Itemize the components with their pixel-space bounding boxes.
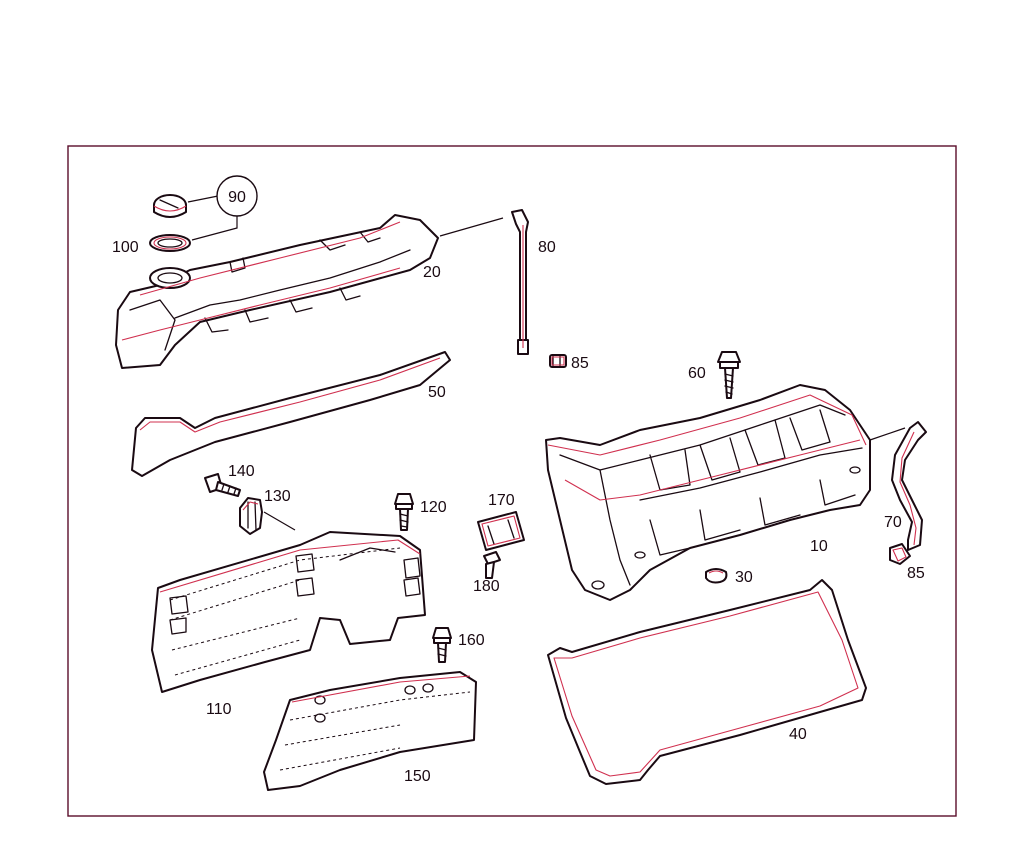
part-140-bolt[interactable] — [204, 473, 241, 497]
diagram-frame — [67, 145, 957, 817]
callout-170[interactable]: 170 — [488, 492, 515, 509]
part-20-cylinder-head-cover[interactable] — [115, 214, 439, 369]
part-120-bolt[interactable] — [394, 493, 414, 531]
part-130-spring-clip[interactable] — [239, 497, 263, 535]
callout-130[interactable]: 130 — [264, 488, 291, 505]
callout-110[interactable]: 110 — [206, 701, 232, 718]
callout-100[interactable]: 100 — [112, 239, 139, 256]
part-85-clamp-upper[interactable] — [549, 354, 567, 368]
callout-60[interactable]: 60 — [688, 365, 706, 382]
part-40-cylinder-head-gasket[interactable] — [547, 579, 867, 785]
part-30-gasket[interactable] — [705, 568, 728, 584]
part-10-cylinder-head[interactable] — [545, 384, 871, 601]
callout-20[interactable]: 20 — [423, 264, 441, 281]
callout-80[interactable]: 80 — [538, 239, 556, 256]
part-160-bolt[interactable] — [432, 627, 452, 663]
callout-40[interactable]: 40 — [789, 726, 807, 743]
part-60-bolt[interactable] — [717, 351, 741, 399]
part-85-clamp-lower[interactable] — [889, 543, 911, 565]
callout-30[interactable]: 30 — [735, 569, 753, 586]
callout-10[interactable]: 10 — [810, 538, 828, 555]
part-110-heat-shield[interactable] — [151, 531, 426, 693]
callout-140[interactable]: 140 — [228, 463, 255, 480]
part-150-heat-shield[interactable] — [263, 671, 477, 791]
callout-180[interactable]: 180 — [473, 578, 500, 595]
callout-85-lower[interactable]: 85 — [907, 565, 925, 582]
part-70-hose[interactable] — [891, 421, 927, 551]
part-90-oil-cap[interactable] — [153, 194, 187, 218]
part-80-breather-tube[interactable] — [511, 209, 529, 355]
callout-70[interactable]: 70 — [884, 514, 902, 531]
callout-160[interactable]: 160 — [458, 632, 485, 649]
callout-50[interactable]: 50 — [428, 384, 446, 401]
callout-150[interactable]: 150 — [404, 768, 431, 785]
part-180-bolt[interactable] — [483, 551, 501, 579]
part-50-cover-gasket[interactable] — [131, 351, 451, 477]
part-100-seal-ring[interactable] — [149, 234, 191, 252]
callout-85-upper[interactable]: 85 — [571, 355, 589, 372]
callout-120[interactable]: 120 — [420, 499, 447, 516]
callout-90[interactable]: 90 — [228, 189, 246, 206]
part-170-bracket[interactable] — [477, 511, 525, 551]
